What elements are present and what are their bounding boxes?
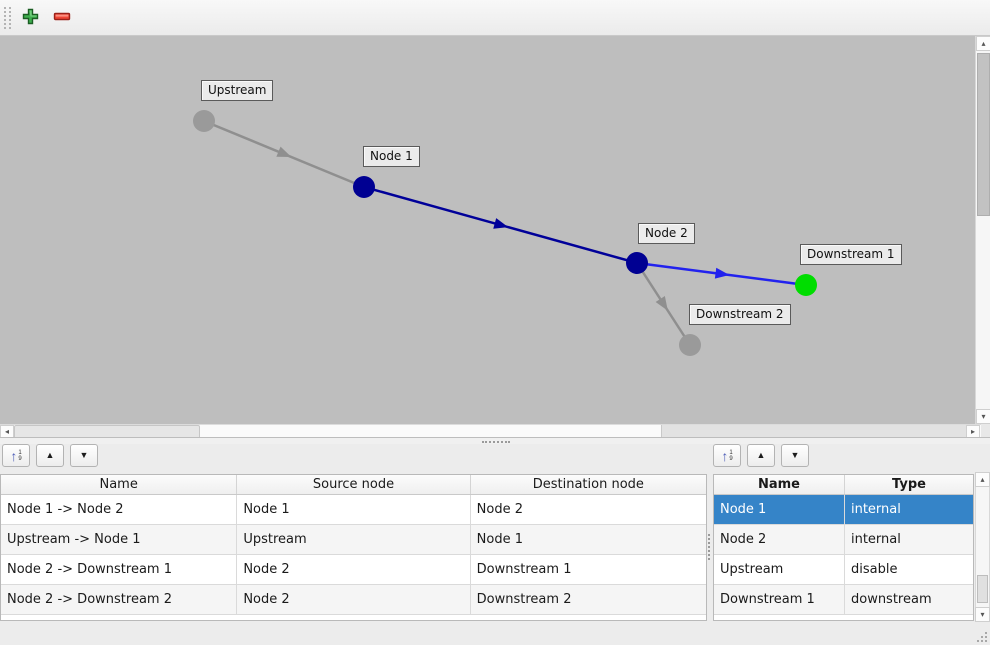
table-cell: Node 1 — [714, 495, 845, 525]
table-cell: Node 2 — [470, 495, 706, 525]
graph-node[interactable] — [679, 334, 701, 356]
nodes-table-scrollbar[interactable]: ▴ ▾ — [975, 472, 990, 622]
node-label[interactable]: Upstream — [201, 80, 274, 101]
move-node-down-button[interactable]: ▼ — [781, 444, 809, 467]
minus-icon — [52, 7, 72, 29]
nodes-scrollbar-thumb[interactable] — [977, 575, 988, 603]
main-toolbar — [0, 0, 990, 36]
move-edge-up-button[interactable]: ▲ — [36, 444, 64, 467]
arrow-down-icon: ▼ — [79, 450, 89, 460]
graph-node[interactable] — [353, 176, 375, 198]
edge-arrow-icon — [655, 295, 668, 311]
move-edge-down-button[interactable]: ▼ — [70, 444, 98, 467]
table-cell: Upstream — [237, 525, 471, 555]
sort-ascending-icon: ↑ 1 9 — [10, 447, 22, 464]
table-cell: Node 2 — [237, 585, 471, 615]
splitter-grip-icon — [708, 534, 710, 560]
add-node-button[interactable] — [17, 6, 43, 30]
arrow-up-icon: ▲ — [45, 450, 55, 460]
move-node-up-button[interactable]: ▲ — [747, 444, 775, 467]
table-cell: Node 1 — [237, 495, 471, 525]
vertical-scrollbar-thumb[interactable] — [977, 53, 990, 216]
window-resize-grip-icon[interactable] — [976, 631, 989, 644]
remove-node-button[interactable] — [49, 6, 75, 30]
sort-edges-button[interactable]: ↑ 1 9 — [2, 444, 30, 467]
node-label[interactable]: Downstream 1 — [800, 244, 902, 265]
table-cell: internal — [844, 495, 973, 525]
node-label[interactable]: Downstream 2 — [689, 304, 791, 325]
graph-node[interactable] — [626, 252, 648, 274]
table-cell: Node 1 — [470, 525, 706, 555]
table-cell: downstream — [844, 585, 973, 615]
edge-arrow-icon — [493, 218, 509, 229]
edge-arrow-icon — [714, 267, 730, 279]
scroll-down-icon[interactable]: ▾ — [975, 607, 990, 622]
table-cell: Node 2 -> Downstream 2 — [1, 585, 238, 615]
toolbar-drag-handle[interactable] — [4, 7, 11, 29]
table-cell: disable — [844, 555, 973, 585]
node-label[interactable]: Node 2 — [638, 223, 695, 244]
scrollbar-corner — [981, 424, 990, 438]
scroll-left-icon[interactable]: ◂ — [0, 425, 14, 439]
graph-node[interactable] — [795, 274, 817, 296]
table-cell: Node 1 -> Node 2 — [1, 495, 238, 525]
nodes-table-toolbar: ↑ 1 9 ▲ ▼ — [713, 444, 809, 467]
column-header[interactable]: Name — [714, 475, 845, 494]
table-header-row: Name Type — [714, 475, 973, 495]
edge-arrow-icon — [276, 146, 292, 158]
column-header[interactable]: Destination node — [532, 477, 644, 492]
column-header[interactable]: Name — [1, 475, 238, 494]
arrow-up-icon: ▲ — [756, 450, 766, 460]
vertical-pane-splitter[interactable] — [707, 472, 712, 622]
horizontal-pane-splitter[interactable] — [0, 437, 990, 444]
canvas-vertical-scrollbar[interactable]: ▴ ▾ — [975, 36, 990, 424]
graph-node[interactable] — [193, 110, 215, 132]
plus-icon — [21, 7, 40, 29]
node-label[interactable]: Node 1 — [363, 146, 420, 167]
scroll-down-icon[interactable]: ▾ — [976, 409, 990, 424]
table-cell: Upstream — [714, 555, 845, 585]
sort-ascending-icon: ↑ 1 9 — [721, 447, 733, 464]
table-cell: Node 2 -> Downstream 1 — [1, 555, 238, 585]
edges-table-toolbar: ↑ 1 9 ▲ ▼ — [2, 444, 98, 467]
column-header[interactable]: Source node — [237, 475, 471, 494]
table-cell: Downstream 1 — [470, 555, 706, 585]
table-cell: Downstream 1 — [714, 585, 845, 615]
table-cell: Upstream -> Node 1 — [1, 525, 238, 555]
table-cell: Downstream 2 — [470, 585, 706, 615]
table-cell: Node 2 — [714, 525, 845, 555]
scroll-up-icon[interactable]: ▴ — [976, 36, 990, 51]
table-cell: Node 2 — [237, 555, 471, 585]
horizontal-scrollbar-zone[interactable] — [661, 425, 966, 439]
table-cell: internal — [844, 525, 973, 555]
scroll-up-icon[interactable]: ▴ — [975, 472, 990, 487]
splitter-grip-icon — [482, 441, 510, 443]
column-header[interactable]: Type — [892, 477, 926, 492]
sort-nodes-button[interactable]: ↑ 1 9 — [713, 444, 741, 467]
canvas-horizontal-scrollbar[interactable]: ◂ ▸ — [0, 424, 981, 439]
arrow-down-icon: ▼ — [790, 450, 800, 460]
